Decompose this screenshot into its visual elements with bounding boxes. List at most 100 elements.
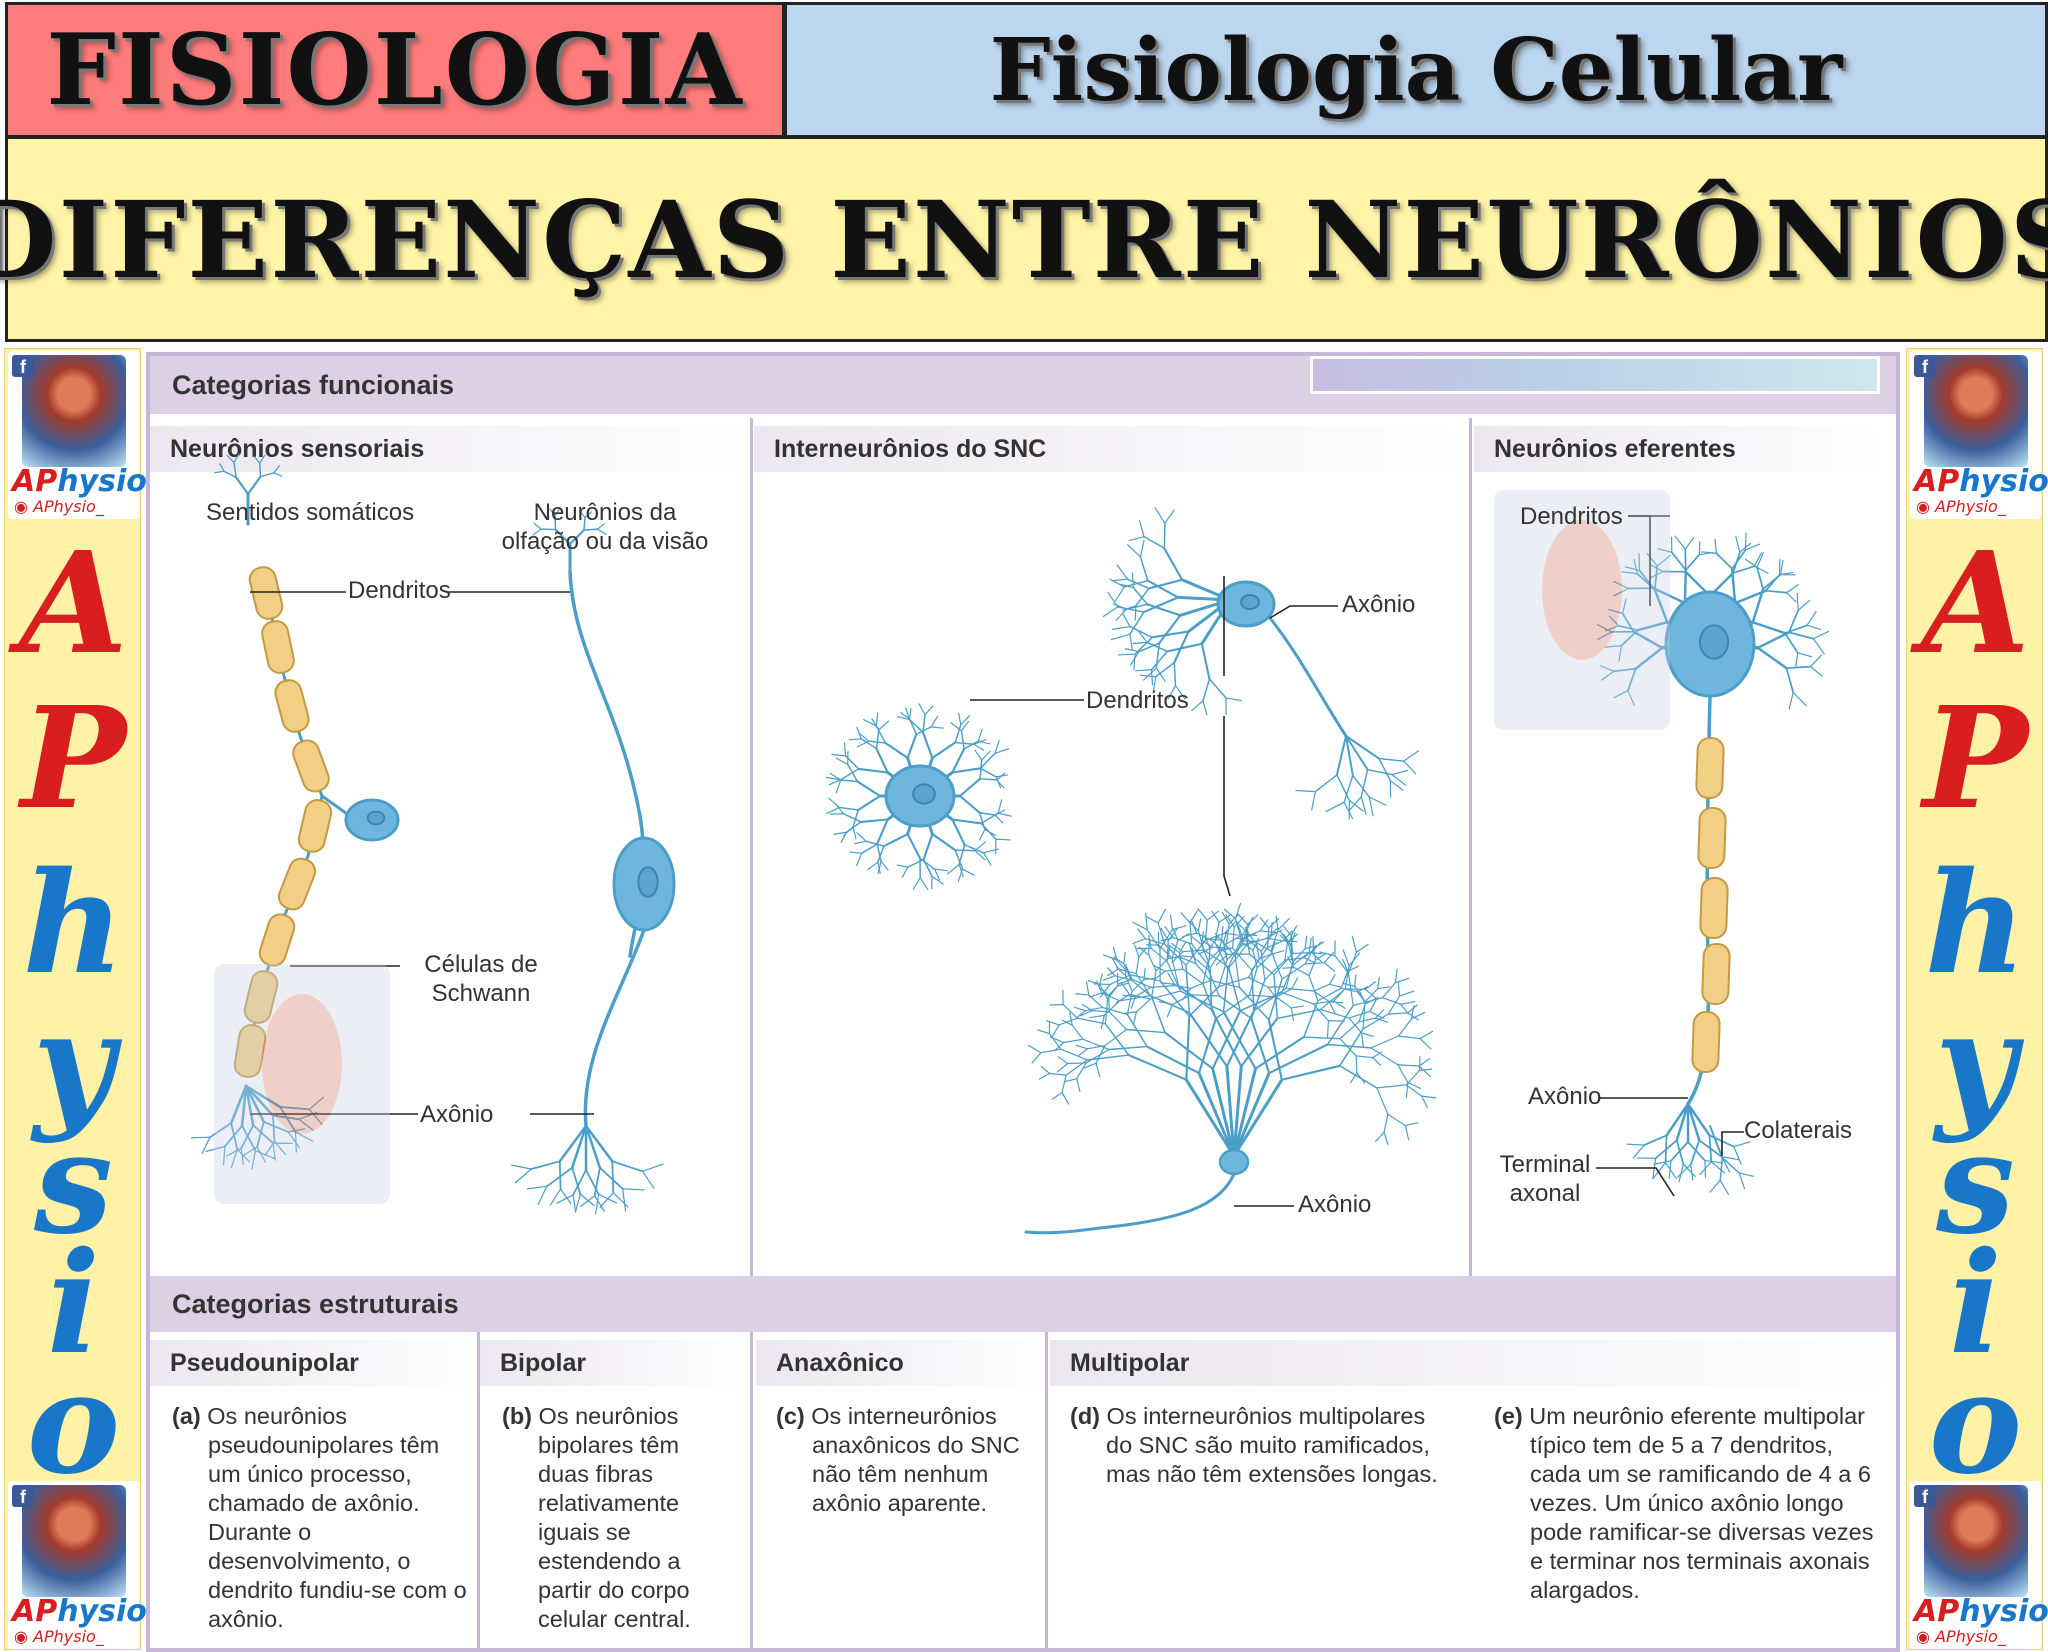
axon-terminal	[240, 1147, 244, 1166]
interneuron-dendrite	[1138, 642, 1161, 653]
anaxonic-dendrite	[901, 866, 909, 878]
interneuron-dendrite	[1152, 676, 1157, 694]
purkinje-dendrite	[1312, 935, 1315, 949]
axon-terminal	[1653, 1160, 1672, 1165]
anaxonic-dendrite	[961, 868, 975, 876]
purkinje-dendrite	[1397, 1064, 1420, 1067]
anaxonic-dendrite	[958, 712, 962, 726]
dendrite-branch	[233, 461, 237, 478]
purkinje-dendrite	[1376, 1084, 1407, 1089]
purkinje-dendrite	[1285, 961, 1294, 989]
dendrite-branch	[226, 454, 235, 463]
purkinje-dendrite	[1397, 981, 1401, 997]
purkinje-dendrite	[1166, 1003, 1174, 1018]
purkinje-dendrite	[1075, 993, 1090, 996]
purkinje-dendrite	[1240, 940, 1255, 943]
axon-terminal	[1710, 1161, 1726, 1174]
purkinje-dendrite	[1248, 953, 1275, 976]
axon-terminal	[279, 1106, 311, 1111]
purkinje-dendrite	[1232, 1078, 1284, 1158]
efferent-dendrite	[1596, 624, 1613, 633]
axon-terminal	[1733, 1141, 1751, 1148]
purkinje-dendrite	[1135, 956, 1140, 975]
purkinje-dendrite	[1267, 1018, 1283, 1081]
purkinje-dendrite	[1237, 913, 1249, 926]
purkinje-dendrite	[1382, 997, 1402, 1005]
purkinje-dendrite	[1328, 1000, 1344, 1004]
interneuron-dendrite	[1166, 642, 1203, 653]
column-divider	[750, 418, 753, 1276]
interneuron-dendrite	[1109, 578, 1125, 588]
anaxonic-dendrite	[876, 818, 889, 846]
purkinje-dendrite	[1067, 1062, 1087, 1065]
axon-terminal	[511, 1164, 532, 1170]
purkinje-dendrite	[1164, 968, 1184, 972]
myelin-sheath	[243, 970, 279, 1024]
subject-title: FISIOLOGIA	[46, 12, 744, 128]
purkinje-dendrite	[1254, 1036, 1305, 1070]
anaxonic-dendrite	[875, 747, 889, 774]
purkinje-dendrite	[1339, 1028, 1364, 1067]
purkinje-dendrite	[1340, 970, 1349, 989]
purkinje-dendrite	[1253, 940, 1272, 952]
purkinje-dendrite	[1096, 980, 1103, 994]
anaxonic-dendrite	[856, 780, 882, 798]
anaxonic-dendrite	[983, 852, 992, 866]
purkinje-dendrite	[1060, 1048, 1088, 1061]
purkinje-dendrite	[1225, 923, 1230, 945]
purkinje-dendrite	[1354, 974, 1357, 987]
efferent-dendrite	[1683, 568, 1688, 605]
efferent-dendrite	[1812, 630, 1830, 640]
efferent-dendrite	[1792, 691, 1807, 707]
efferent-dendrite	[1762, 573, 1782, 590]
purkinje-dendrite	[1145, 1045, 1201, 1075]
dendrite-branch	[273, 472, 283, 477]
interneuron-dendrite	[1150, 650, 1169, 671]
anaxonic-dendrite	[973, 743, 985, 751]
dendrite-branch	[579, 510, 586, 518]
multipolar-interneuron-description: (d) Os interneurônios multipolares do SN…	[1070, 1403, 1438, 1487]
dendrite-branch	[596, 528, 607, 535]
structural-divider	[750, 1332, 753, 1652]
anaxonic-dendrite	[884, 742, 909, 760]
interneuron-dendrite	[1128, 536, 1145, 542]
purkinje-dendrite	[1038, 1072, 1051, 1080]
purkinje-dendrite	[1275, 996, 1292, 1009]
anaxonic-dendrite	[880, 860, 889, 871]
interneuron-dendrite	[1116, 564, 1128, 580]
column-title-sensory: Neurônios sensoriais	[150, 426, 746, 472]
interneuron-dendrite	[1129, 651, 1140, 666]
purkinje-dendrite	[1259, 916, 1270, 929]
anaxonic-dendrite	[882, 832, 909, 848]
nucleus	[637, 866, 659, 898]
myelin-sheath	[258, 913, 296, 967]
purkinje-dendrite	[1397, 1064, 1409, 1084]
purkinje-dendrite	[1185, 964, 1190, 1014]
purkinje-dendrite	[1284, 941, 1289, 961]
purkinje-dendrite	[1103, 1000, 1121, 1016]
anaxonic-dendrite	[979, 752, 996, 770]
myelin-sheath	[274, 679, 310, 733]
collaterals-label: Colaterais	[1744, 1117, 1853, 1144]
nucleus	[912, 783, 936, 805]
leader-line	[1223, 716, 1231, 897]
interneuron-dendrite	[1110, 633, 1131, 641]
purkinje-dendrite	[1178, 941, 1187, 954]
purkinje-dendrite	[1148, 954, 1157, 972]
right-brand-column: f APhysio ◉ APhysio_ A P h y s i o f APh…	[1906, 348, 2048, 1650]
axon-terminal	[1704, 1159, 1724, 1164]
purkinje-dendrite	[1348, 952, 1361, 967]
anaxonic-dendrite	[994, 739, 1000, 755]
purkinje-dendrite	[1108, 986, 1117, 996]
purkinje-dendrite	[1075, 1044, 1089, 1050]
purkinje-dendrite	[1099, 983, 1109, 1000]
purkinje-dendrite	[1120, 981, 1131, 996]
purkinje-dendrite	[1303, 1036, 1341, 1040]
anaxonic-dendrite	[979, 778, 998, 781]
purkinje-dendrite	[1312, 941, 1325, 949]
efferent-dendrite	[1751, 587, 1765, 624]
purkinje-dendrite	[1419, 1030, 1434, 1040]
anaxonic-dendrite	[974, 850, 986, 861]
interneuron-axon	[1268, 616, 1348, 738]
axon-terminal	[279, 1106, 297, 1133]
